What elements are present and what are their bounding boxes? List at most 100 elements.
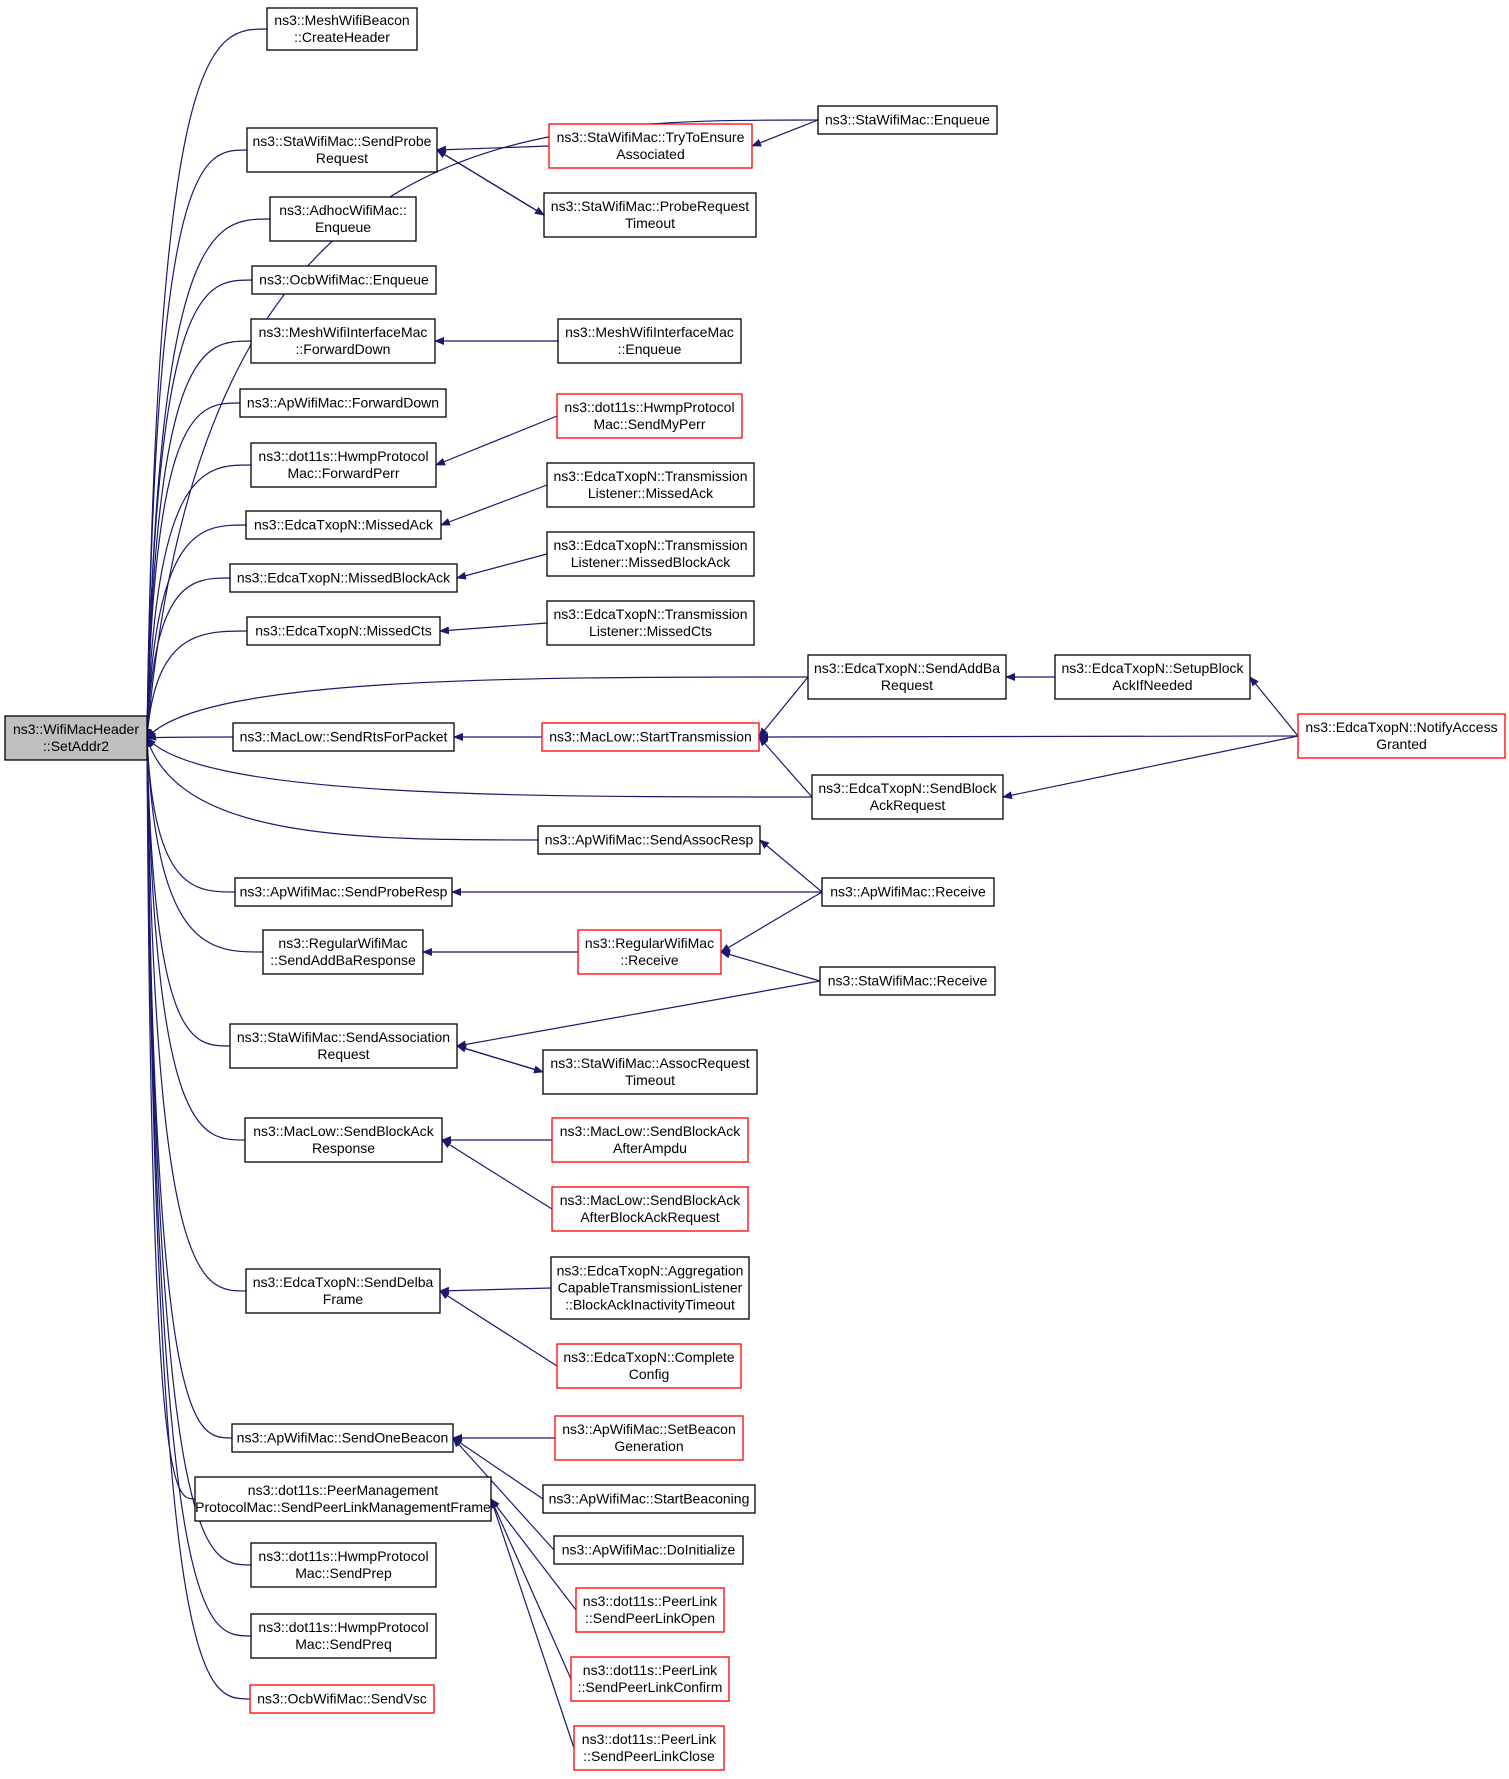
node-box[interactable]	[249, 1684, 435, 1714]
node-box[interactable]	[575, 1587, 725, 1633]
function-node[interactable]: ns3::AdhocWifiMac::Enqueue	[269, 196, 417, 242]
function-node[interactable]: ns3::ApWifiMac::ForwardDown	[239, 388, 447, 418]
node-box[interactable]	[537, 825, 761, 855]
node-box[interactable]	[541, 722, 760, 752]
node-box[interactable]	[250, 1613, 437, 1659]
node-box[interactable]	[246, 616, 441, 646]
function-node[interactable]: ns3::MeshWifiBeacon::CreateHeader	[266, 7, 418, 51]
root-function-node[interactable]: ns3::WifiMacHeader::SetAddr2	[4, 715, 148, 761]
function-node[interactable]: ns3::EdcaTxopN::AggregationCapableTransm…	[550, 1256, 750, 1320]
function-node[interactable]: ns3::dot11s::PeerManagementProtocolMac::…	[194, 1476, 492, 1522]
node-box[interactable]	[229, 563, 458, 593]
node-box[interactable]	[234, 877, 453, 907]
node-box[interactable]	[250, 442, 437, 488]
node-box[interactable]	[546, 462, 755, 508]
function-node[interactable]: ns3::ApWifiMac::SendOneBeacon	[231, 1423, 454, 1453]
node-box[interactable]	[556, 1343, 742, 1389]
node-box[interactable]	[577, 929, 722, 975]
node-box[interactable]	[551, 1117, 749, 1163]
node-box[interactable]	[819, 966, 996, 996]
node-box[interactable]	[245, 510, 442, 540]
function-node[interactable]: ns3::MacLow::SendRtsForPacket	[232, 722, 455, 752]
node-box[interactable]	[556, 393, 743, 439]
function-node[interactable]: ns3::ApWifiMac::SendProbeResp	[234, 877, 453, 907]
node-box[interactable]	[239, 388, 447, 418]
node-box[interactable]	[262, 929, 424, 975]
function-node[interactable]: ns3::MeshWifiInterfaceMac::Enqueue	[557, 318, 742, 364]
node-box[interactable]	[817, 105, 998, 135]
node-box[interactable]	[266, 7, 418, 51]
node-box[interactable]	[543, 192, 757, 238]
node-box[interactable]	[542, 1049, 758, 1095]
node-box[interactable]	[250, 318, 436, 364]
function-node[interactable]: ns3::EdcaTxopN::MissedCts	[246, 616, 441, 646]
node-box[interactable]	[246, 127, 438, 173]
node-box[interactable]	[229, 1023, 458, 1069]
node-box[interactable]	[807, 654, 1007, 700]
function-node[interactable]: ns3::ApWifiMac::SendAssocResp	[537, 825, 761, 855]
function-node[interactable]: ns3::dot11s::PeerLink::SendPeerLinkOpen	[575, 1587, 725, 1633]
node-box[interactable]	[570, 1656, 730, 1702]
function-node[interactable]: ns3::MacLow::SendBlockAckAfterBlockAckRe…	[551, 1186, 749, 1232]
node-box[interactable]	[546, 531, 755, 577]
function-node[interactable]: ns3::ApWifiMac::DoInitialize	[553, 1535, 744, 1565]
function-node[interactable]: ns3::EdcaTxopN::MissedBlockAck	[229, 563, 458, 593]
node-box[interactable]	[573, 1725, 725, 1771]
node-box[interactable]	[548, 123, 753, 169]
function-node[interactable]: ns3::StaWifiMac::Receive	[819, 966, 996, 996]
node-box[interactable]	[250, 1542, 437, 1588]
node-box[interactable]	[232, 722, 455, 752]
node-box[interactable]	[821, 877, 995, 907]
node-box[interactable]	[1297, 713, 1506, 759]
node-box[interactable]	[553, 1535, 744, 1565]
function-node[interactable]: ns3::EdcaTxopN::TransmissionListener::Mi…	[546, 462, 755, 508]
node-box[interactable]	[231, 1423, 454, 1453]
node-box[interactable]	[4, 715, 148, 761]
function-node[interactable]: ns3::ApWifiMac::Receive	[821, 877, 995, 907]
function-node[interactable]: ns3::EdcaTxopN::TransmissionListener::Mi…	[546, 531, 755, 577]
function-node[interactable]: ns3::EdcaTxopN::MissedAck	[245, 510, 442, 540]
node-box[interactable]	[546, 600, 755, 646]
function-node[interactable]: ns3::RegularWifiMac::Receive	[577, 929, 722, 975]
node-box[interactable]	[1054, 654, 1251, 700]
function-node[interactable]: ns3::dot11s::PeerLink::SendPeerLinkConfi…	[570, 1656, 730, 1702]
node-box[interactable]	[244, 1117, 443, 1163]
node-box[interactable]	[557, 318, 742, 364]
function-node[interactable]: ns3::OcbWifiMac::Enqueue	[251, 265, 437, 295]
function-node[interactable]: ns3::OcbWifiMac::SendVsc	[249, 1684, 435, 1714]
node-box[interactable]	[550, 1256, 750, 1320]
function-node[interactable]: ns3::RegularWifiMac::SendAddBaResponse	[262, 929, 424, 975]
function-node[interactable]: ns3::MeshWifiInterfaceMac::ForwardDown	[250, 318, 436, 364]
node-box[interactable]	[551, 1186, 749, 1232]
function-node[interactable]: ns3::StaWifiMac::Enqueue	[817, 105, 998, 135]
node-box[interactable]	[811, 774, 1004, 820]
node-box[interactable]	[554, 1415, 744, 1461]
function-node[interactable]: ns3::MacLow::StartTransmission	[541, 722, 760, 752]
node-box[interactable]	[245, 1268, 441, 1314]
function-node[interactable]: ns3::dot11s::PeerLink::SendPeerLinkClose	[573, 1725, 725, 1771]
node-box[interactable]	[269, 196, 417, 242]
node-box[interactable]	[194, 1476, 492, 1522]
node-box[interactable]	[251, 265, 437, 295]
node-box[interactable]	[542, 1484, 756, 1514]
function-node[interactable]: ns3::ApWifiMac::StartBeaconing	[542, 1484, 756, 1514]
function-node[interactable]: ns3::EdcaTxopN::TransmissionListener::Mi…	[546, 600, 755, 646]
function-node[interactable]: ns3::dot11s::HwmpProtocolMac::ForwardPer…	[250, 442, 437, 488]
